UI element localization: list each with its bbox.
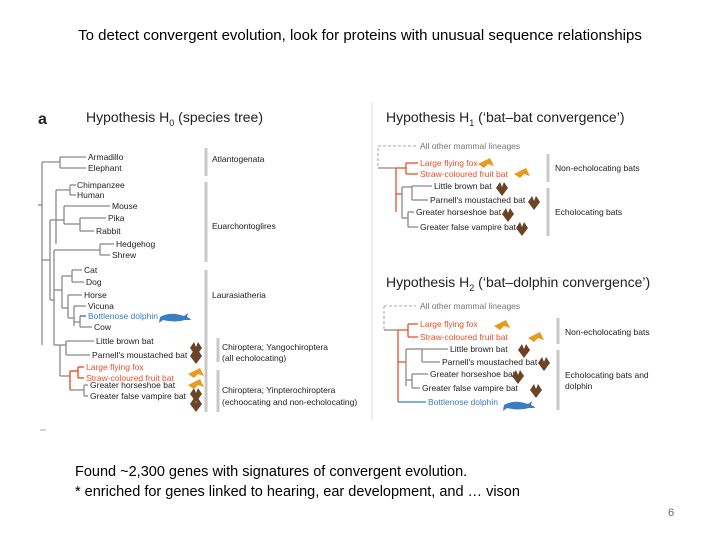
taxon-label: Greater false vampire bat: [422, 383, 519, 393]
taxon-label: Hedgehog: [116, 239, 156, 249]
group-label: (all echolocating): [222, 353, 286, 363]
h1-group-labels: Non-echolocating bats Echolocating bats: [555, 163, 640, 217]
group-label: dolphin: [565, 381, 593, 391]
h1-taxa-labels: All other mammal lineages Large flying f…: [416, 141, 526, 232]
panel-label: a: [38, 111, 47, 128]
page-number: 6: [668, 507, 675, 519]
taxon-label: Elephant: [88, 163, 122, 173]
group-label: Echolocating bats: [555, 207, 622, 217]
fruit-bat-icon: [494, 320, 510, 330]
group-label: Euarchontoglires: [212, 221, 276, 231]
taxon-label: Chimpanzee: [77, 180, 125, 190]
taxon-label: Greater horseshoe bat: [416, 207, 502, 217]
h2-title: Hypothesis H2 (‘bat–dolphin convergence’…: [386, 274, 650, 293]
taxon-label-dolphin: Bottlenose dolphin: [428, 397, 498, 407]
bat-icon: [516, 222, 528, 236]
taxon-label: Little brown bat: [450, 344, 508, 354]
taxon-label: Greater horseshoe bat: [430, 369, 516, 379]
taxon-label: Pika: [108, 213, 125, 223]
h0-bat-branches: [59, 340, 94, 397]
taxon-label: Cow: [94, 322, 112, 332]
taxon-label: Greater false vampire bat: [90, 391, 187, 401]
group-label: Atlantogenata: [212, 154, 265, 164]
dolphin-icon: [503, 401, 535, 411]
phylogeny-figure: a Hypothesis H0 (species tree): [38, 102, 650, 431]
fruit-bat-icon: [188, 379, 204, 389]
h2-icons: [494, 320, 550, 411]
fruit-bat-icon: [514, 168, 530, 178]
group-label: Chiroptera; Yinpterochiroptera: [222, 385, 336, 395]
taxon-label: Little brown bat: [96, 336, 154, 346]
bat-icon: [190, 342, 202, 356]
taxon-label: Greater horseshoe bat: [90, 380, 176, 390]
taxon-label: Parnell's moustached bat: [442, 357, 538, 367]
h0-group-bars: [204, 148, 220, 412]
taxon-label-dolphin: Bottlenose dolphin: [88, 311, 158, 321]
bat-icon: [190, 388, 202, 402]
taxon-label: Rabbit: [96, 226, 121, 236]
group-label: Laurasiatheria: [212, 290, 266, 300]
bat-icon: [190, 398, 202, 412]
h0-title: Hypothesis H0 (species tree): [86, 109, 263, 128]
h0-bat-icons: [188, 342, 204, 412]
taxon-label: Parnell's moustached bat: [92, 350, 188, 360]
group-label: Non-echolocating bats: [555, 163, 640, 173]
bat-icon: [496, 182, 508, 196]
findings-line-2: * enriched for genes linked to hearing, …: [75, 484, 520, 500]
taxon-label-fruitbat: Large flying fox: [420, 158, 478, 168]
taxon-label-fruitbat: Straw-coloured fruit bat: [420, 169, 509, 179]
bat-icon: [528, 196, 540, 210]
findings-text: Found ~2,300 genes with signatures of co…: [75, 462, 520, 502]
dolphin-icon: [159, 313, 191, 323]
group-label: (echoocating and non-echolocating): [222, 397, 357, 407]
h2-taxa-labels: All other mammal lineages Large flying f…: [420, 301, 538, 407]
taxon-label-fruitbat: Large flying fox: [86, 362, 144, 372]
group-label: Echolocating bats and: [565, 370, 649, 380]
taxon-label: Vicuna: [88, 301, 114, 311]
taxon-label: Little brown bat: [434, 181, 492, 191]
taxon-label: Cat: [84, 265, 98, 275]
taxon-label: Greater false vampire bat: [420, 222, 517, 232]
group-label: Non-echolocating bats: [565, 327, 650, 337]
bat-icon: [530, 384, 542, 398]
taxon-label: Horse: [84, 290, 107, 300]
h0-fruitbat-branches: [69, 366, 84, 390]
taxon-label: All other mammal lineages: [420, 301, 520, 311]
bat-icon: [538, 357, 550, 371]
h1-bat-icons: [478, 158, 540, 236]
h2-group-labels: Non-echolocating bats Echolocating bats …: [565, 327, 650, 391]
bat-icon: [518, 344, 530, 358]
h0-tree-branches: [38, 156, 114, 346]
group-label: Chiroptera; Yangochiroptera: [222, 342, 328, 352]
slide-title: To detect convergent evolution, look for…: [78, 27, 642, 44]
fruit-bat-icon: [188, 368, 204, 378]
taxon-label: Parnell's moustached bat: [430, 195, 526, 205]
bat-icon: [512, 370, 524, 384]
taxon-label: Human: [77, 190, 105, 200]
fruit-bat-icon: [478, 158, 494, 168]
taxon-label: Shrew: [112, 250, 137, 260]
taxon-label: Mouse: [112, 201, 138, 211]
h1-title: Hypothesis H1 (‘bat–bat convergence’): [386, 109, 624, 128]
taxon-label: All other mammal lineages: [420, 141, 520, 151]
bat-icon: [190, 350, 202, 364]
h1-tree-branches: [377, 145, 432, 228]
fruit-bat-icon: [528, 332, 544, 342]
taxon-label-fruitbat: Straw-coloured fruit bat: [420, 332, 509, 342]
taxon-label: Dog: [86, 277, 102, 287]
taxon-label-fruitbat: Straw-coloured fruit bat: [86, 373, 175, 383]
bat-icon: [502, 208, 514, 222]
taxon-label: Armadillo: [88, 152, 124, 162]
findings-line-1: Found ~2,300 genes with signatures of co…: [75, 464, 468, 480]
taxon-label-fruitbat: Large flying fox: [420, 319, 478, 329]
h0-taxa-labels: Armadillo Elephant Chimpanzee Human Mous…: [77, 152, 188, 401]
h2-tree-branches: [383, 305, 448, 403]
h0-group-labels: Atlantogenata Euarchontoglires Laurasiat…: [212, 154, 357, 407]
